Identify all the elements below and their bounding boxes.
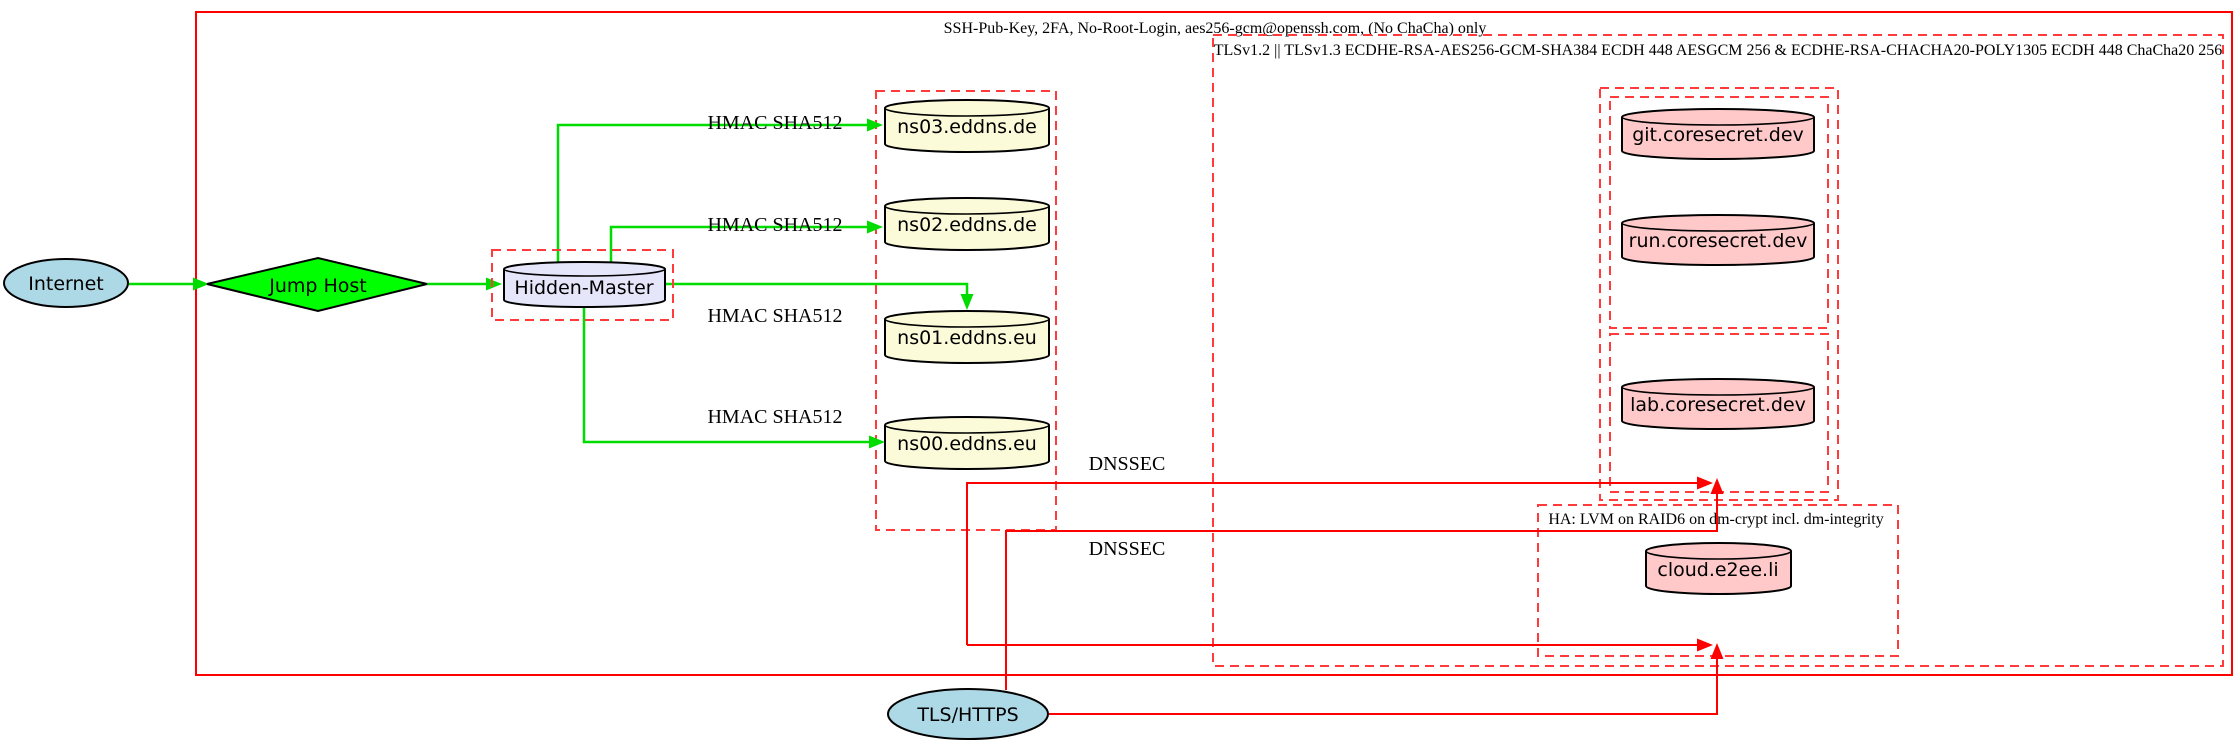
arrowhead-icon	[1710, 478, 1724, 494]
ns03-cylinder	[884, 99, 1050, 153]
edge-hiddenmaster-ns03	[556, 118, 883, 262]
internet-label: Internet	[28, 273, 103, 295]
node-tls-https: TLS/HTTPS	[887, 688, 1049, 740]
cloud-label: cloud.e2ee.li	[1657, 559, 1778, 581]
arrowhead-icon	[486, 277, 502, 291]
lab-label: lab.coresecret.dev	[1630, 394, 1806, 416]
node-ns00: ns00.eddns.eu	[884, 416, 1050, 470]
arrowhead-icon	[867, 220, 883, 234]
git-cylinder	[1621, 108, 1815, 160]
ns03-label: ns03.eddns.de	[897, 116, 1037, 138]
edge-tlshttps-to-lab	[1005, 478, 1724, 690]
git-label: git.coresecret.dev	[1632, 124, 1804, 146]
edge-label-hmac-ns03: HMAC SHA512	[707, 112, 842, 134]
lab-cylinder	[1621, 378, 1815, 430]
cylinder-lid-icon	[503, 268, 666, 277]
arrowhead-icon	[1697, 638, 1713, 652]
node-ns02: ns02.eddns.de	[884, 197, 1050, 251]
edge-jumphost-hiddenmaster	[427, 277, 502, 291]
arrowhead-icon	[193, 277, 209, 291]
node-hidden-master: Hidden-Master	[491, 249, 674, 321]
node-internet: Internet	[3, 258, 129, 308]
cloud-cylinder	[1645, 542, 1792, 595]
arrowhead-icon	[960, 294, 974, 310]
hidden-master-cluster-border	[491, 249, 674, 321]
arrowhead-icon	[867, 118, 883, 132]
node-lab: lab.coresecret.dev	[1621, 378, 1815, 430]
cylinder-lid-icon	[884, 205, 1050, 215]
run-label: run.coresecret.dev	[1629, 230, 1808, 252]
ns01-cylinder	[884, 310, 1050, 364]
edge-dnssec-to-lab	[966, 476, 1713, 645]
cylinder-lid-icon	[1645, 550, 1792, 560]
edge-label-hmac-ns02: HMAC SHA512	[707, 214, 842, 236]
cluster-ssh-label: SSH-Pub-Key, 2FA, No-Root-Login, aes256-…	[944, 20, 1487, 37]
ns01-label: ns01.eddns.eu	[897, 327, 1037, 349]
cylinder-lid-icon	[1621, 116, 1815, 126]
edge-tlshttps-to-cloud	[1047, 643, 1724, 715]
arrowhead-icon	[1710, 643, 1724, 659]
internet-ellipse	[3, 258, 129, 308]
edge-label-hmac-ns00: HMAC SHA512	[707, 406, 842, 428]
cluster-ssh: SSH-Pub-Key, 2FA, No-Root-Login, aes256-…	[195, 11, 2233, 676]
hidden-master-cylinder	[503, 261, 666, 308]
edge-label-dnssec-2: DNSSEC	[1089, 538, 1166, 560]
edge-dnssec-to-cloud	[967, 638, 1713, 652]
node-run: run.coresecret.dev	[1621, 214, 1815, 266]
cluster-ssh-border	[195, 11, 2233, 676]
run-cylinder	[1621, 214, 1815, 266]
hidden-master-label: Hidden-Master	[514, 277, 653, 299]
cylinder-lid-icon	[1621, 222, 1815, 232]
cluster-gitrun-border	[1609, 96, 1829, 329]
ns00-cylinder	[884, 416, 1050, 470]
cylinder-lid-icon	[884, 107, 1050, 117]
edge-hiddenmaster-ns01	[665, 282, 974, 310]
edge-label-dnssec-1: DNSSEC	[1089, 453, 1166, 475]
jump-host-label: Jump Host	[268, 275, 367, 297]
arrowhead-icon	[869, 435, 885, 449]
cluster-devservers-border	[1599, 87, 1839, 501]
ns02-cylinder	[884, 197, 1050, 251]
ns02-label: ns02.eddns.de	[897, 214, 1037, 236]
edge-internet-jumphost	[128, 277, 209, 291]
node-cloud: cloud.e2ee.li	[1645, 542, 1792, 595]
ns00-label: ns00.eddns.eu	[897, 433, 1037, 455]
node-ns03: ns03.eddns.de	[884, 99, 1050, 153]
node-jump-host: Jump Host	[206, 256, 428, 313]
edge-label-hmac-ns01: HMAC SHA512	[707, 305, 842, 327]
arrowhead-icon	[1697, 476, 1713, 490]
cluster-tls-label: TLSv1.2 || TLSv1.3 ECDHE-RSA-AES256-GCM-…	[1214, 42, 2223, 59]
jump-host-diamond	[206, 256, 428, 313]
cylinder-lid-icon	[1621, 386, 1815, 396]
tls-https-ellipse	[887, 688, 1049, 740]
cylinder-lid-icon	[884, 318, 1050, 328]
edge-hiddenmaster-ns02	[609, 220, 883, 262]
cylinder-lid-icon	[884, 424, 1050, 434]
tls-https-label: TLS/HTTPS	[916, 704, 1018, 726]
node-ns01: ns01.eddns.eu	[884, 310, 1050, 364]
edge-hiddenmaster-ns00	[582, 307, 885, 449]
node-git: git.coresecret.dev	[1621, 108, 1815, 160]
